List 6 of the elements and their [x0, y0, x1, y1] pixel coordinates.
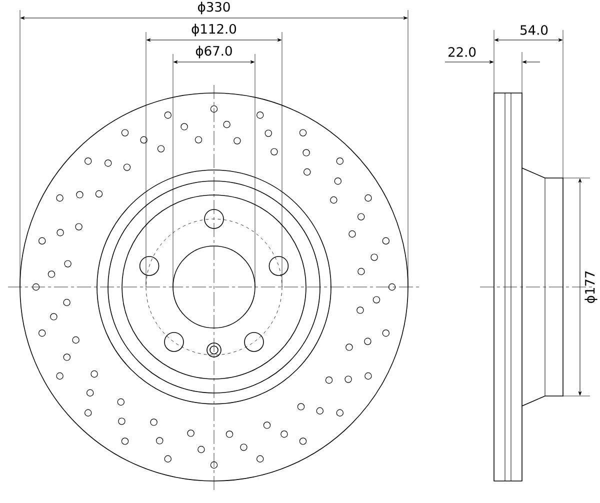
dimension-label: ϕ112.0: [192, 24, 236, 36]
dimension-label: ϕ177: [584, 271, 598, 303]
dimension-label: ϕ67.0: [196, 46, 232, 58]
dimension-label: ϕ330: [198, 2, 230, 14]
dimension-label: 22.0: [448, 47, 476, 57]
dimension-label: 54.0: [520, 25, 548, 35]
